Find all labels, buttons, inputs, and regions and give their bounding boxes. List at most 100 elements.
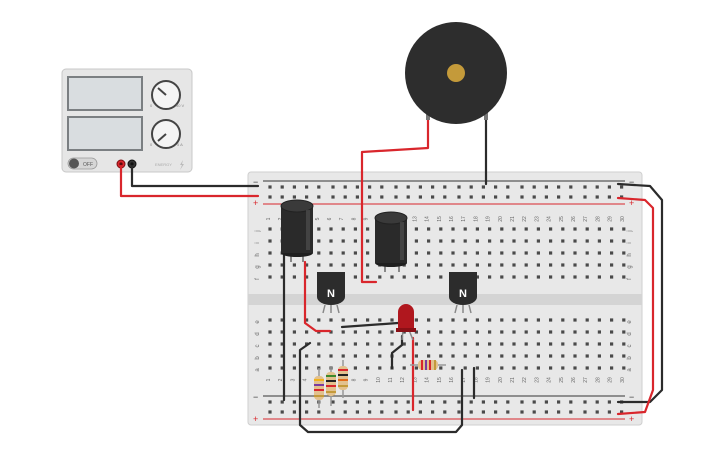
breadboard-hole[interactable]: [366, 330, 370, 334]
breadboard-hole[interactable]: [268, 342, 272, 346]
breadboard-hole[interactable]: [431, 400, 435, 404]
breadboard-hole[interactable]: [353, 251, 357, 255]
breadboard-hole[interactable]: [457, 185, 461, 189]
breadboard-hole[interactable]: [475, 354, 479, 358]
breadboard-hole[interactable]: [439, 318, 443, 322]
wires[interactable]: [119, 113, 664, 434]
breadboard-hole[interactable]: [607, 410, 611, 414]
breadboard-hole[interactable]: [329, 263, 333, 267]
breadboard-hole[interactable]: [427, 318, 431, 322]
breadboard-hole[interactable]: [500, 227, 504, 231]
breadboard-hole[interactable]: [520, 195, 524, 199]
breadboard-hole[interactable]: [475, 318, 479, 322]
breadboard-hole[interactable]: [378, 366, 382, 370]
breadboard-hole[interactable]: [481, 185, 485, 189]
breadboard-hole[interactable]: [418, 400, 422, 404]
breadboard-hole[interactable]: [443, 185, 447, 189]
breadboard-hole[interactable]: [549, 330, 553, 334]
breadboard-hole[interactable]: [451, 342, 455, 346]
breadboard-hole[interactable]: [268, 400, 272, 404]
breadboard-hole[interactable]: [268, 251, 272, 255]
breadboard-hole[interactable]: [268, 318, 272, 322]
breadboard-hole[interactable]: [355, 185, 359, 189]
breadboard-hole[interactable]: [292, 263, 296, 267]
breadboard-hole[interactable]: [622, 342, 626, 346]
breadboard-hole[interactable]: [292, 410, 296, 414]
breadboard-hole[interactable]: [427, 275, 431, 279]
breadboard-hole[interactable]: [380, 195, 384, 199]
breadboard-hole[interactable]: [268, 239, 272, 243]
breadboard-hole[interactable]: [549, 342, 553, 346]
breadboard-hole[interactable]: [469, 195, 473, 199]
breadboard-hole[interactable]: [378, 330, 382, 334]
breadboard-hole[interactable]: [414, 239, 418, 243]
breadboard-hole[interactable]: [457, 410, 461, 414]
breadboard-hole[interactable]: [414, 366, 418, 370]
breadboard-hole[interactable]: [597, 227, 601, 231]
breadboard-hole[interactable]: [331, 185, 335, 189]
breadboard-hole[interactable]: [443, 400, 447, 404]
breadboard-hole[interactable]: [536, 263, 540, 267]
breadboard-hole[interactable]: [280, 185, 284, 189]
breadboard-hole[interactable]: [512, 263, 516, 267]
breadboard-hole[interactable]: [512, 366, 516, 370]
breadboard-hole[interactable]: [573, 330, 577, 334]
breadboard-hole[interactable]: [355, 410, 359, 414]
breadboard-hole[interactable]: [488, 227, 492, 231]
breadboard-hole[interactable]: [378, 318, 382, 322]
breadboard-hole[interactable]: [597, 239, 601, 243]
breadboard-hole[interactable]: [622, 330, 626, 334]
breadboard-hole[interactable]: [292, 342, 296, 346]
breadboard-hole[interactable]: [268, 185, 272, 189]
breadboard-hole[interactable]: [610, 342, 614, 346]
resistor-horizontal[interactable]: [410, 360, 446, 370]
breadboard-hole[interactable]: [366, 318, 370, 322]
breadboard-hole[interactable]: [561, 354, 565, 358]
breadboard-hole[interactable]: [366, 342, 370, 346]
breadboard-hole[interactable]: [341, 342, 345, 346]
breadboard-hole[interactable]: [414, 263, 418, 267]
breadboard-hole[interactable]: [427, 342, 431, 346]
breadboard-hole[interactable]: [451, 263, 455, 267]
breadboard-hole[interactable]: [475, 366, 479, 370]
breadboard-hole[interactable]: [524, 342, 528, 346]
breadboard-hole[interactable]: [475, 330, 479, 334]
breadboard-hole[interactable]: [463, 354, 467, 358]
breadboard-hole[interactable]: [292, 195, 296, 199]
capacitor-right[interactable]: [374, 211, 408, 272]
breadboard-hole[interactable]: [544, 185, 548, 189]
breadboard-hole[interactable]: [414, 275, 418, 279]
breadboard-hole[interactable]: [366, 275, 370, 279]
breadboard-hole[interactable]: [549, 318, 553, 322]
breadboard-hole[interactable]: [561, 227, 565, 231]
breadboard-hole[interactable]: [561, 318, 565, 322]
breadboard-hole[interactable]: [536, 318, 540, 322]
breadboard-hole[interactable]: [268, 366, 272, 370]
breadboard-hole[interactable]: [427, 239, 431, 243]
breadboard-hole[interactable]: [331, 195, 335, 199]
breadboard-hole[interactable]: [341, 251, 345, 255]
breadboard-hole[interactable]: [439, 263, 443, 267]
breadboard-hole[interactable]: [414, 330, 418, 334]
breadboard-hole[interactable]: [488, 239, 492, 243]
breadboard-hole[interactable]: [585, 354, 589, 358]
breadboard-hole[interactable]: [585, 330, 589, 334]
breadboard-hole[interactable]: [414, 251, 418, 255]
breadboard-hole[interactable]: [524, 366, 528, 370]
breadboard-hole[interactable]: [402, 354, 406, 358]
breadboard-hole[interactable]: [427, 330, 431, 334]
breadboard-hole[interactable]: [488, 342, 492, 346]
breadboard-hole[interactable]: [585, 227, 589, 231]
transistor-left[interactable]: N: [317, 272, 345, 314]
wire-red-transistor[interactable]: [303, 260, 332, 333]
breadboard-hole[interactable]: [524, 239, 528, 243]
breadboard-hole[interactable]: [305, 185, 309, 189]
breadboard-hole[interactable]: [353, 342, 357, 346]
breadboard-hole[interactable]: [280, 410, 284, 414]
breadboard-hole[interactable]: [427, 263, 431, 267]
breadboard-hole[interactable]: [329, 342, 333, 346]
transistor-right[interactable]: N: [449, 272, 477, 314]
breadboard-hole[interactable]: [506, 185, 510, 189]
breadboard-hole[interactable]: [406, 185, 410, 189]
